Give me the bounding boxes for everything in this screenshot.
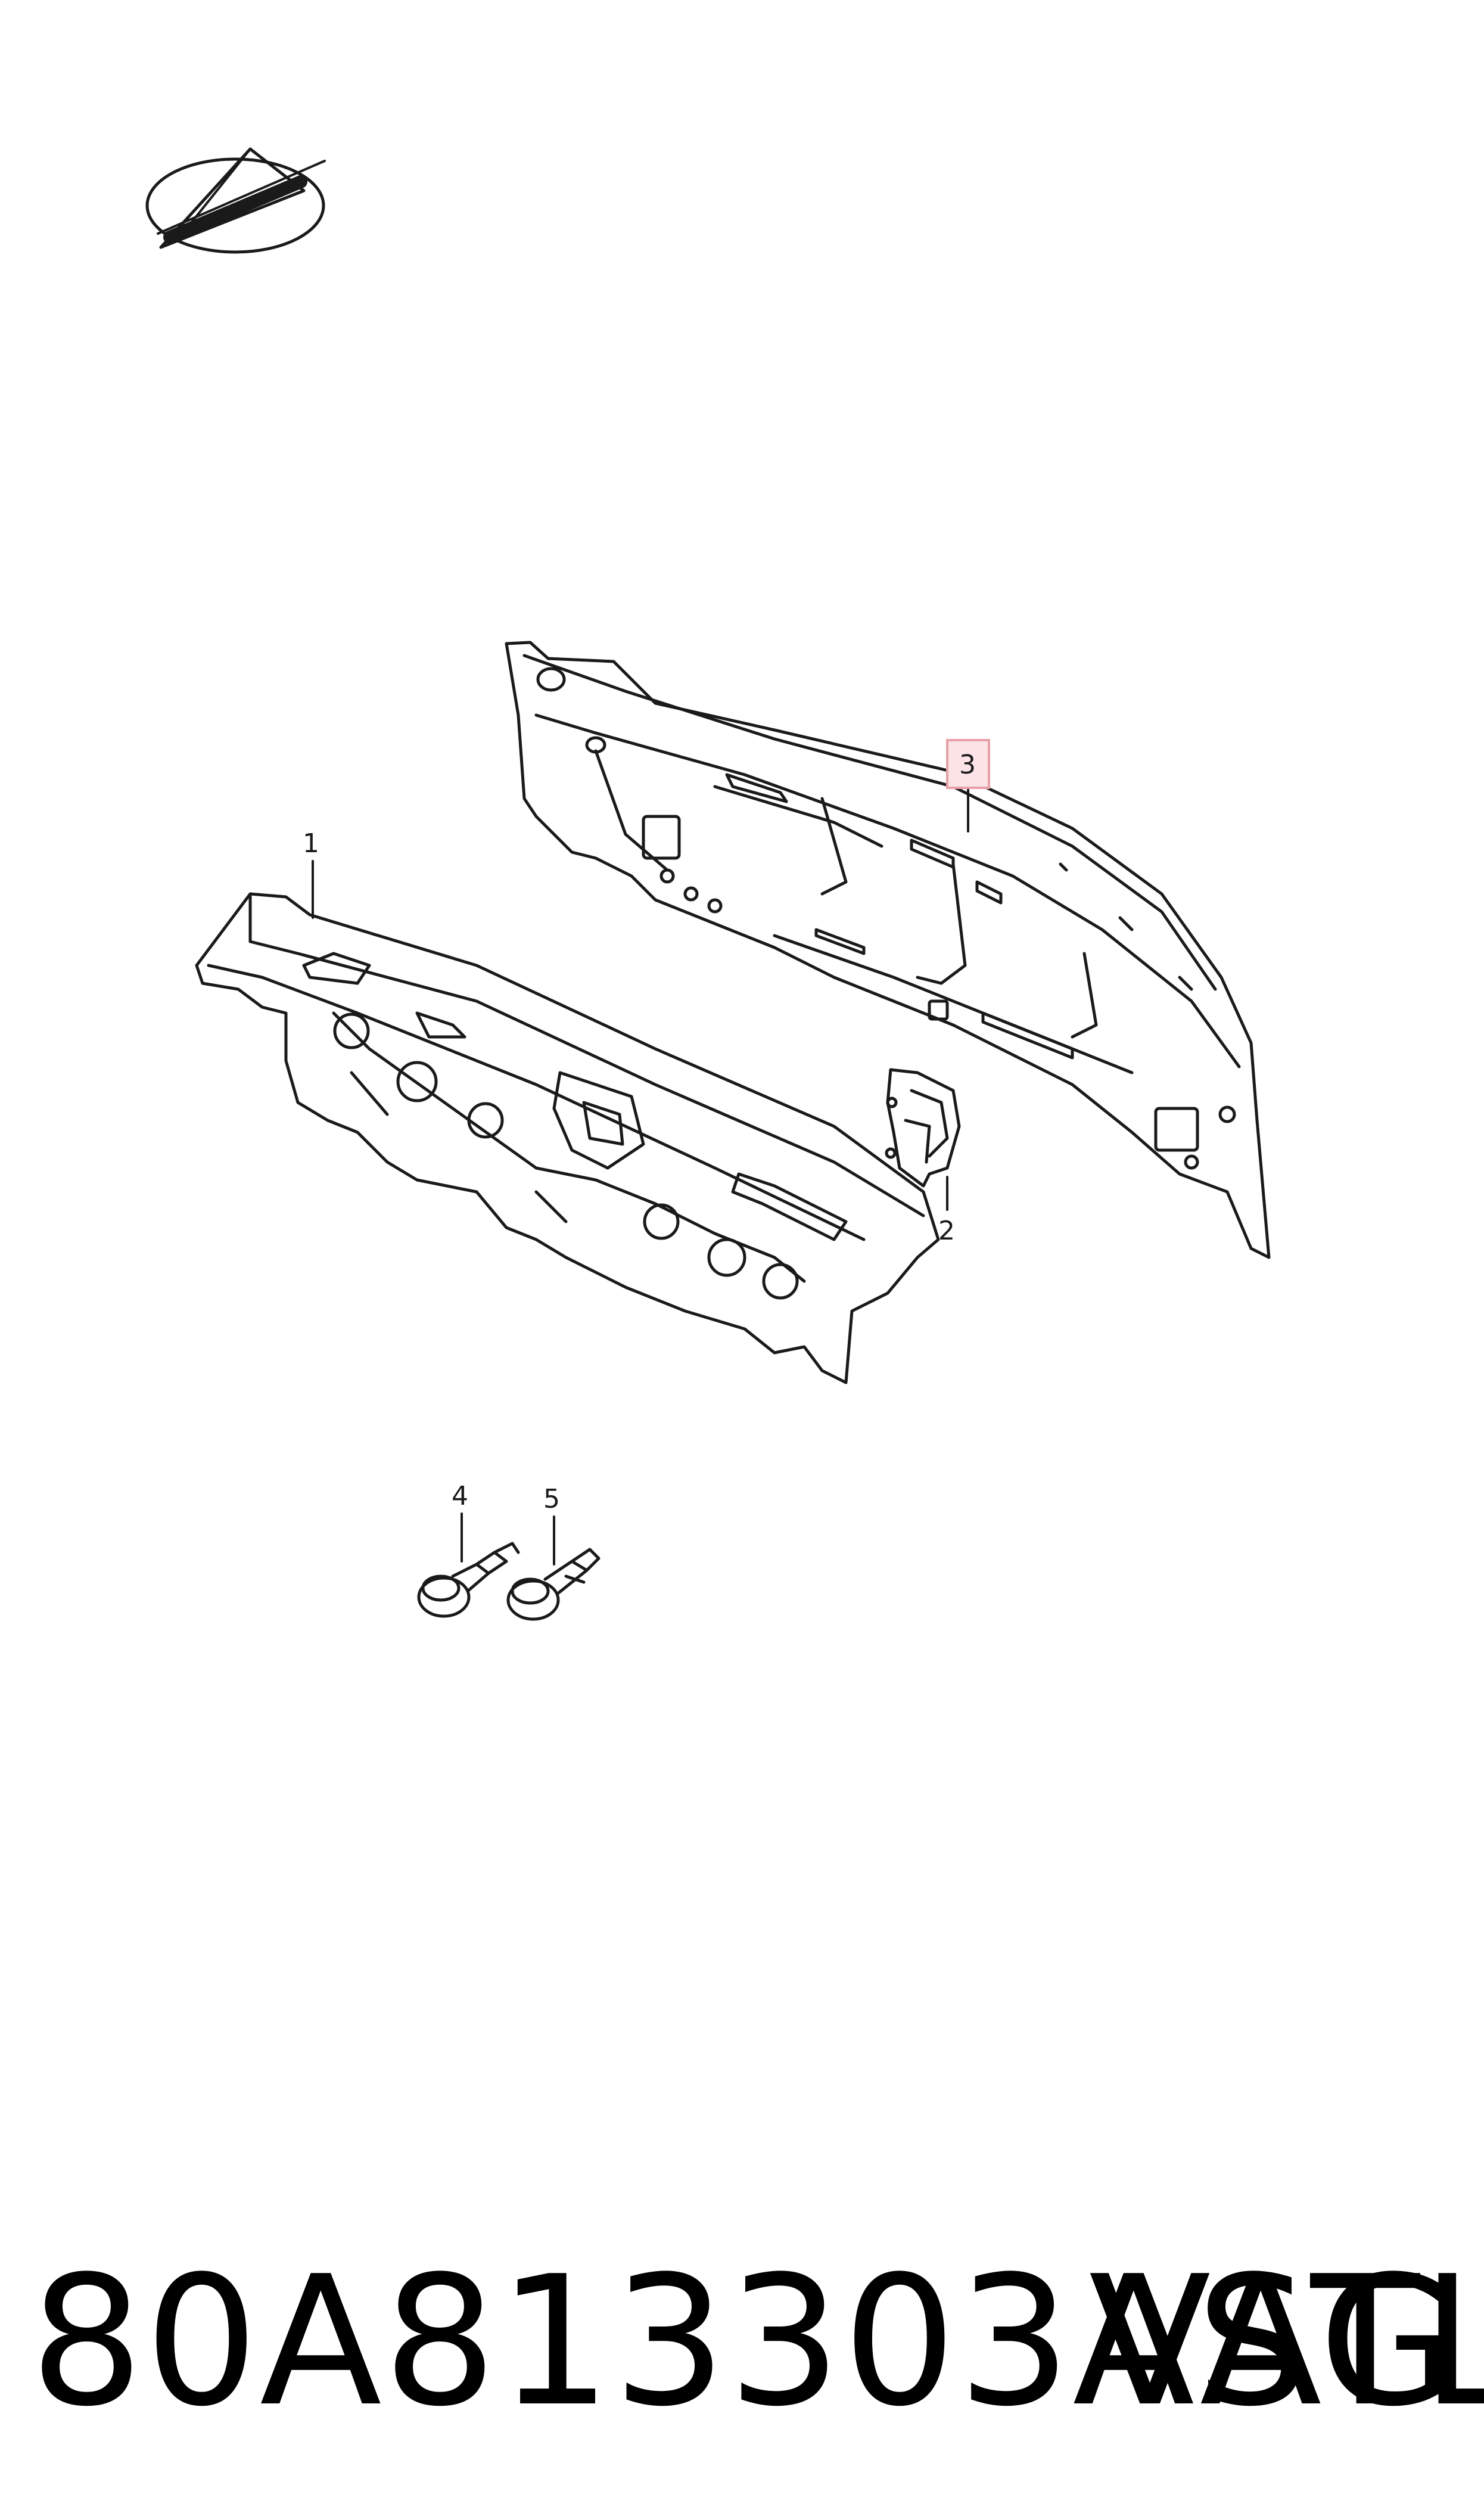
- callout-1[interactable]: 1: [303, 828, 319, 859]
- callout-5[interactable]: 5: [543, 1484, 560, 1514]
- part-number: 80A813303ASTL: [30, 2238, 1484, 2446]
- part-4-screw: [417, 1542, 520, 1618]
- part-5-clip: [506, 1548, 601, 1621]
- part-3-upper-panel: [505, 641, 1271, 1259]
- brand-label: VAG: [1088, 2238, 1457, 2446]
- callout-4[interactable]: 4: [452, 1481, 468, 1511]
- part-2-bracket: [885, 1068, 961, 1188]
- logo-icon: [145, 147, 326, 254]
- callout-2[interactable]: 2: [938, 1216, 955, 1246]
- part-1-lower-panel: [195, 892, 940, 1384]
- part-3-highlight-box: [946, 739, 990, 789]
- callout-3[interactable]: 3: [959, 750, 976, 780]
- parts-diagram: 1 2 3 4 5: [145, 147, 1271, 1621]
